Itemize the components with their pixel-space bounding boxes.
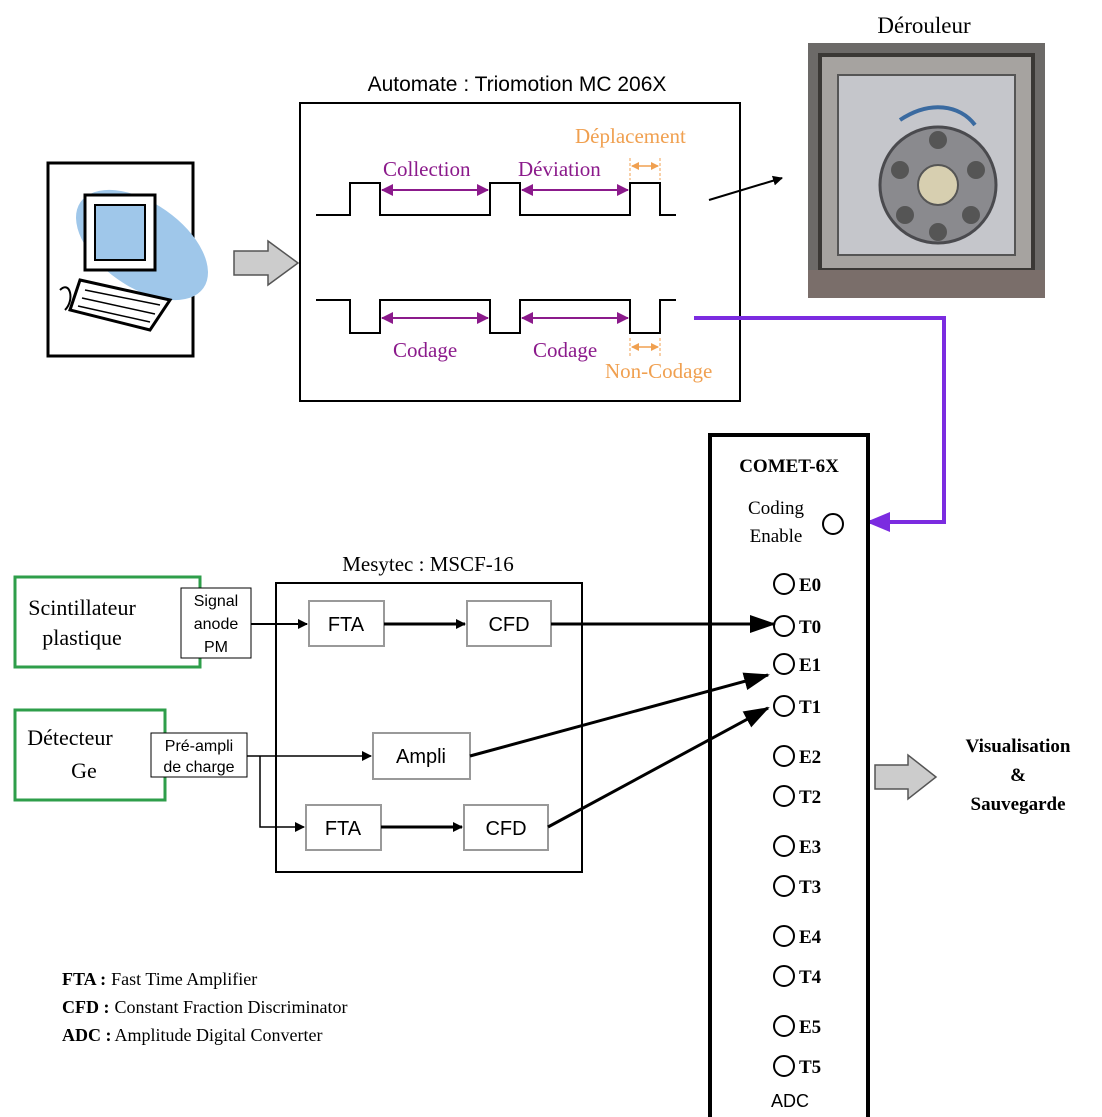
coding-enable-link — [694, 316, 946, 532]
automate-title: Automate : Triomotion MC 206X — [368, 73, 667, 96]
coding-label-1: Coding — [748, 498, 804, 519]
ge-label-2: Ge — [71, 758, 97, 783]
channel-label-t0: T0 — [799, 617, 821, 638]
derouleur-title: Dérouleur — [877, 13, 971, 38]
derouleur-photo — [808, 43, 1045, 298]
fta-label-1: FTA — [328, 614, 365, 636]
channel-label-e0: E0 — [799, 575, 821, 596]
cfd-box-1 — [466, 600, 552, 647]
channel-label-t5: T5 — [799, 1057, 821, 1078]
output-label-1: Visualisation — [966, 736, 1071, 757]
preampli-label-1: Pré-ampli — [165, 738, 233, 755]
channel-connector-e0 — [773, 573, 795, 595]
preampli-box — [150, 732, 248, 778]
flow-arrow-computer — [233, 239, 300, 287]
channel-connector-t3 — [773, 875, 795, 897]
link-cfd2-t1 — [547, 706, 770, 829]
cfd-box-2 — [463, 804, 549, 851]
arrow-to-derouleur — [708, 175, 783, 201]
waveform-bottom — [316, 299, 676, 334]
channel-label-t2: T2 — [799, 787, 821, 808]
channel-label-e5: E5 — [799, 1017, 821, 1038]
label-deplacement: Déplacement — [575, 124, 686, 148]
legend-row-1: FTA :Fast Time Amplifier — [62, 969, 257, 989]
label-codage2: Codage — [533, 338, 597, 362]
channel-label-e4: E4 — [799, 927, 822, 948]
channel-label-t3: T3 — [799, 877, 821, 898]
channel-connector-e5 — [773, 1015, 795, 1037]
coding-label-2: Enable — [750, 526, 803, 547]
detecteur-ge-box — [13, 708, 167, 802]
coding-enable-connector — [822, 513, 844, 535]
cfd-label-1: CFD — [488, 614, 529, 636]
legend-text-1: Fast Time Amplifier — [111, 969, 257, 989]
legend-text-3: Amplitude Digital Converter — [115, 1025, 323, 1045]
channel-connector-e1 — [773, 653, 795, 675]
fta-box-1 — [308, 600, 385, 647]
channel-label-e2: E2 — [799, 747, 821, 768]
output-label-3: Sauvegarde — [971, 794, 1066, 815]
waveform-top — [316, 182, 676, 216]
legend: FTA :Fast Time Amplifier CFD :Constant F… — [62, 969, 347, 1045]
label-deviation: Déviation — [518, 157, 601, 181]
mesytec-box — [275, 582, 583, 873]
channel-connector-e3 — [773, 835, 795, 857]
cfd-label-2: CFD — [485, 818, 526, 840]
scint-label-2: plastique — [42, 625, 121, 650]
mesytec-title: Mesytec : MSCF-16 — [342, 552, 514, 576]
channel-connector-t2 — [773, 785, 795, 807]
legend-row-3: ADC :Amplitude Digital Converter — [62, 1025, 322, 1045]
legend-abbr-1: FTA : — [62, 969, 106, 989]
channel-connector-t0 — [773, 615, 795, 637]
comet-box — [708, 433, 870, 1117]
label-collection: Collection — [383, 157, 471, 181]
ampli-box — [372, 732, 471, 780]
fta-label-2: FTA — [325, 818, 362, 840]
link-preampli-fta2 — [259, 756, 305, 832]
preampli-label-2: de charge — [163, 759, 234, 776]
comet-title: COMET-6X — [739, 456, 839, 477]
scint-label-1: Scintillateur — [28, 595, 136, 620]
channel-connector-t5 — [773, 1055, 795, 1077]
ge-label-1: Détecteur — [27, 725, 113, 750]
legend-abbr-2: CFD : — [62, 997, 110, 1017]
legend-abbr-3: ADC : — [62, 1025, 112, 1045]
signal-label-3: PM — [204, 639, 228, 656]
channel-label-e3: E3 — [799, 837, 821, 858]
adc-label: ADC — [771, 1091, 809, 1111]
channel-connector-e2 — [773, 745, 795, 767]
scintillateur-box — [13, 575, 202, 669]
channel-connector-t4 — [773, 965, 795, 987]
fta-box-2 — [305, 804, 382, 851]
signal-label-2: anode — [194, 616, 239, 633]
signal-label-1: Signal — [194, 593, 238, 610]
signal-anode-box — [180, 587, 252, 659]
link-ampli-e1 — [469, 672, 770, 758]
computer-clipart-icon — [46, 161, 208, 358]
output-label-2: & — [1010, 765, 1026, 786]
legend-row-2: CFD :Constant Fraction Discriminator — [62, 997, 347, 1017]
ampli-label: Ampli — [396, 746, 446, 768]
flow-arrow-output — [874, 753, 938, 801]
legend-text-2: Constant Fraction Discriminator — [115, 997, 348, 1017]
channel-label-e1: E1 — [799, 655, 821, 676]
channel-label-t4: T4 — [799, 967, 822, 988]
channel-connector-e4 — [773, 925, 795, 947]
label-codage1: Codage — [393, 338, 457, 362]
channel-connector-t1 — [773, 695, 795, 717]
channel-label-t1: T1 — [799, 697, 821, 718]
automate-box — [299, 102, 741, 402]
label-non-codage: Non-Codage — [605, 359, 712, 383]
